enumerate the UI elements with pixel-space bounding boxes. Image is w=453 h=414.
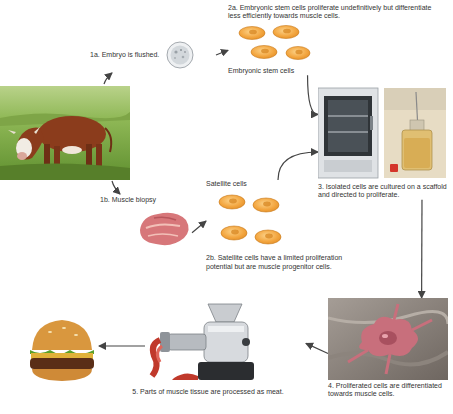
illustration-part xyxy=(0,163,130,180)
illustration-part xyxy=(229,199,237,204)
illustration-part xyxy=(404,138,430,168)
illustration-part xyxy=(8,127,40,134)
illustration-part xyxy=(384,88,446,178)
illustration-part xyxy=(146,225,180,229)
illustration-part xyxy=(379,331,397,345)
illustration-part xyxy=(261,49,269,54)
process-arrow xyxy=(308,75,318,114)
illustration-part xyxy=(328,298,448,380)
illustration-part xyxy=(390,164,398,172)
illustration-part xyxy=(171,46,190,65)
illustration-part xyxy=(74,334,78,336)
illustration-part xyxy=(208,304,242,322)
illustration-part xyxy=(255,230,281,244)
illustration-part xyxy=(168,334,206,350)
process-arrow xyxy=(216,50,228,55)
stem-cells-picture xyxy=(228,24,312,64)
step-label: 1a. Embryo is flushed. xyxy=(90,51,159,59)
cow-photo xyxy=(0,86,130,180)
illustration-part xyxy=(253,198,279,212)
illustration-part xyxy=(62,327,66,329)
illustration-part xyxy=(348,304,432,374)
illustration-part xyxy=(32,369,92,381)
muscle-cell-picture xyxy=(328,298,448,380)
illustration-part xyxy=(239,26,265,39)
illustration-part xyxy=(148,234,178,236)
step-label: 2b. Satellite cells have a limited proli… xyxy=(206,254,366,271)
illustration-part xyxy=(328,132,368,133)
illustration-part xyxy=(32,320,92,350)
illustration-part xyxy=(324,160,372,172)
burger-picture xyxy=(30,320,94,381)
illustration-part xyxy=(96,144,102,166)
illustration-part xyxy=(208,326,244,332)
muscle-biopsy-picture xyxy=(136,208,192,248)
satellite-cells-picture xyxy=(206,191,286,251)
illustration-part xyxy=(328,116,368,117)
illustration-part xyxy=(157,346,162,362)
illustration-part xyxy=(263,202,271,207)
stage-node: 5. Parts of muscle tissue are processed … xyxy=(110,300,306,396)
illustration-part xyxy=(251,45,277,58)
illustration-part xyxy=(402,130,432,170)
illustration-part xyxy=(295,50,302,55)
step-label: Embryonic stem cells xyxy=(228,67,443,75)
stage-node: 2a. Embryonic stem cells proliferate und… xyxy=(228,4,443,75)
step-label: 4. Proliferated cells are differentiated… xyxy=(328,382,448,399)
illustration-part xyxy=(160,332,170,352)
illustration-part xyxy=(219,195,245,209)
illustration-part xyxy=(0,86,130,180)
process-arrow xyxy=(278,152,318,180)
illustration-part xyxy=(221,226,247,240)
illustration-part xyxy=(265,234,273,239)
illustration-part xyxy=(286,46,310,59)
meat-grinder-picture xyxy=(146,300,270,386)
embryo-dish-picture xyxy=(163,40,197,70)
stage-node: 1a. Embryo is flushed. xyxy=(90,40,216,70)
illustration-part xyxy=(242,338,250,346)
illustration-part xyxy=(198,362,254,380)
illustration-part xyxy=(180,49,182,51)
illustration-part xyxy=(172,373,198,380)
cow-arrow xyxy=(104,73,112,84)
stage-node: 1b. Muscle biopsy xyxy=(100,196,192,248)
illustration-part xyxy=(231,230,239,235)
illustration-part xyxy=(154,218,176,221)
process-arrow xyxy=(421,200,423,298)
illustration-part xyxy=(249,30,257,35)
illustration-part xyxy=(182,56,185,59)
process-arrow xyxy=(192,221,206,233)
illustration-part xyxy=(204,322,248,362)
incubator-flask-picture xyxy=(318,86,448,181)
illustration-part xyxy=(283,29,291,34)
illustration-part xyxy=(105,128,111,152)
illustration-part xyxy=(318,88,378,178)
step-label: 5. Parts of muscle tissue are processed … xyxy=(110,388,306,396)
illustration-part xyxy=(273,25,299,38)
illustration-part xyxy=(167,42,193,68)
stage-node: 4. Proliferated cells are differentiated… xyxy=(328,298,448,399)
illustration-part xyxy=(175,50,178,53)
stage-node: 3. Isolated cells are cultured on a scaf… xyxy=(318,86,448,200)
illustration-part xyxy=(140,213,189,245)
illustration-part xyxy=(384,88,446,110)
step-label: 2a. Embryonic stem cells proliferate und… xyxy=(228,4,443,21)
step-label: 3. Isolated cells are cultured on a scaf… xyxy=(318,183,448,200)
process-arrow xyxy=(306,343,328,353)
illustration-part xyxy=(48,331,52,333)
illustration-part xyxy=(17,128,44,160)
illustration-part xyxy=(328,100,368,152)
illustration-part xyxy=(17,152,27,160)
illustration-part xyxy=(184,51,186,53)
cow-arrow xyxy=(112,181,120,194)
illustration-part xyxy=(324,96,372,156)
illustration-part xyxy=(30,358,94,369)
illustration-part xyxy=(174,57,176,59)
step-label: 1b. Muscle biopsy xyxy=(100,196,192,204)
grinder-arrow xyxy=(99,345,145,346)
illustration-part xyxy=(370,116,373,130)
illustration-part xyxy=(62,146,82,154)
illustration-part xyxy=(382,334,388,338)
